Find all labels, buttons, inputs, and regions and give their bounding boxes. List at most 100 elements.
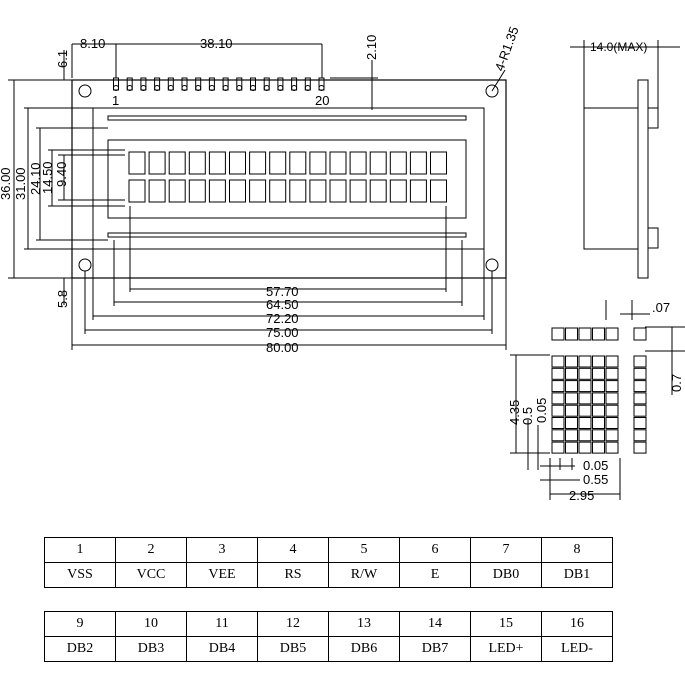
pin-number-row-2: 9 10 11 12 13 14 15 16 <box>44 611 613 637</box>
side-connector-top <box>647 107 659 129</box>
pin-table: 1 2 3 4 5 6 7 8 VSS VCC VEE RS R/W E DB0… <box>44 537 613 662</box>
dot <box>578 355 592 368</box>
bezel <box>92 107 485 250</box>
pin-number: 12 <box>257 611 329 637</box>
dot <box>633 417 647 429</box>
dot <box>633 355 647 368</box>
dot <box>592 417 605 429</box>
character-cell <box>349 179 367 203</box>
mounting-hole-top-right <box>485 84 499 98</box>
dot <box>551 392 565 405</box>
pin-name: DB4 <box>186 636 258 662</box>
pin-pad <box>140 85 147 91</box>
pin-name: DB0 <box>470 562 542 588</box>
character-cell <box>289 151 307 175</box>
pin-name: DB7 <box>399 636 471 662</box>
pin-number: 7 <box>470 537 542 563</box>
pin-name: DB3 <box>115 636 187 662</box>
pin-header <box>113 77 325 91</box>
dot <box>633 429 647 442</box>
dot <box>565 355 578 368</box>
pin-number: 4 <box>257 537 329 563</box>
pin-pad <box>236 85 243 91</box>
pin-number: 16 <box>541 611 613 637</box>
dot <box>565 392 578 405</box>
character-cell <box>369 151 387 175</box>
pin-name: R/W <box>328 562 400 588</box>
dim-active-width: 57.70 <box>266 284 299 299</box>
dot <box>565 417 578 429</box>
character-cell <box>249 151 267 175</box>
pin-number: 11 <box>186 611 258 637</box>
side-connector-bottom <box>647 227 659 249</box>
character-cell <box>269 151 287 175</box>
dim-dot-gap-horizontal: 0.05 <box>583 458 608 473</box>
pin-name: DB5 <box>257 636 329 662</box>
active-area <box>107 139 467 219</box>
pin-name: LED- <box>541 636 613 662</box>
pin-number: 15 <box>470 611 542 637</box>
dot <box>551 417 565 429</box>
pin-pad <box>263 85 270 91</box>
dim-hole-spec: 4-R1.35 <box>492 24 522 73</box>
pin-pad <box>167 85 174 91</box>
dot <box>565 327 578 341</box>
dot <box>592 367 605 380</box>
dot <box>565 404 578 417</box>
dim-bezel-width: 72.20 <box>266 311 299 326</box>
pin-name: DB6 <box>328 636 400 662</box>
pin-number: 14 <box>399 611 471 637</box>
character-cell <box>208 179 226 203</box>
character-cell <box>329 179 347 203</box>
bottom-strip <box>107 232 467 238</box>
character-cell <box>148 151 166 175</box>
dot <box>592 441 605 454</box>
dot <box>551 380 565 393</box>
dot <box>592 380 605 393</box>
pin-pad <box>277 85 284 91</box>
dot <box>605 441 619 454</box>
dim-view-width: 64.50 <box>266 297 299 312</box>
character-cell <box>168 179 186 203</box>
dot <box>578 380 592 393</box>
pin-name: VSS <box>44 562 116 588</box>
pin-pad <box>154 85 161 91</box>
left-dimensions: 6.1 36.00 31.00 24.10 14.50 9.40 5.8 <box>0 50 125 308</box>
character-detail: .07 0.7 4.35 0.5 0.05 0.05 0.55 2.95 <box>507 300 685 503</box>
dim-bottom-hole: 5.8 <box>55 290 70 308</box>
pin-number: 1 <box>44 537 116 563</box>
dot <box>605 380 619 393</box>
dim-dot-row: 0.7 <box>669 374 684 392</box>
dim-pin-offset: 8.10 <box>80 36 105 51</box>
character-cell <box>409 179 427 203</box>
pin-number: 13 <box>328 611 400 637</box>
dot <box>633 441 647 454</box>
dim-char-height: 4.35 <box>507 400 522 425</box>
side-view: 14.0(MAX) <box>570 40 680 279</box>
character-cell <box>349 151 367 175</box>
pcb-outline <box>71 79 507 279</box>
dot <box>592 404 605 417</box>
pin-name: VCC <box>115 562 187 588</box>
character-cell <box>309 179 327 203</box>
character-cell <box>329 151 347 175</box>
dot <box>605 417 619 429</box>
pin-pad <box>113 85 119 91</box>
pin-name: E <box>399 562 471 588</box>
dot <box>633 367 647 380</box>
character-cell <box>389 179 407 203</box>
pin-number: 9 <box>44 611 116 637</box>
character-cell <box>229 179 246 203</box>
side-pcb <box>637 79 649 279</box>
dot <box>592 355 605 368</box>
dot <box>605 392 619 405</box>
dot <box>605 355 619 368</box>
dot <box>578 392 592 405</box>
character-cell <box>249 179 267 203</box>
pin-number: 8 <box>541 537 613 563</box>
dot-matrix <box>551 355 619 454</box>
dim-outer-height: 36.00 <box>0 167 13 200</box>
character-cell <box>188 179 206 203</box>
dot <box>551 367 565 380</box>
dot <box>592 392 605 405</box>
